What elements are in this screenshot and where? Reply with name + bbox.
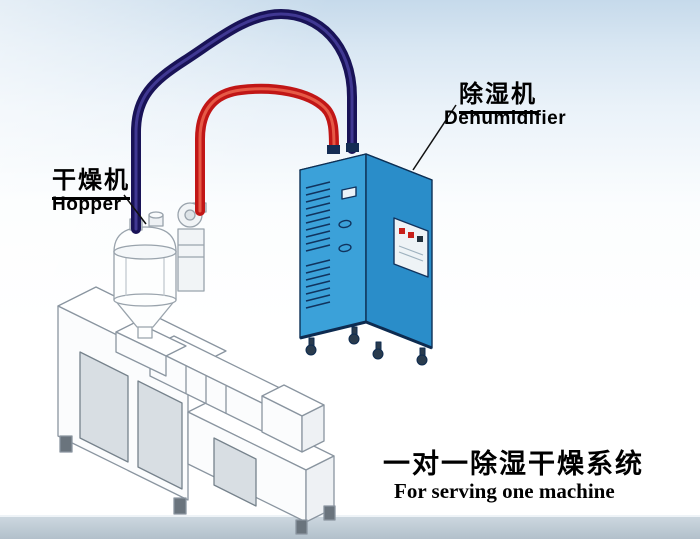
machine-foot bbox=[59, 435, 73, 453]
dehumidifier-label-en: Dehumidifier bbox=[444, 108, 567, 129]
hopper-body-seams bbox=[125, 256, 165, 296]
pipe-collar bbox=[346, 143, 359, 152]
vent-slats bbox=[305, 181, 331, 309]
hopper-loader-fan bbox=[177, 202, 207, 292]
dehumidifier-label-zh: 除湿机 bbox=[459, 74, 537, 114]
cabinet-door bbox=[213, 437, 257, 507]
casters bbox=[305, 326, 428, 366]
hopper-dryer bbox=[113, 211, 177, 339]
machine-foot bbox=[295, 519, 308, 535]
hopper-platform-front bbox=[115, 331, 167, 377]
loader-lines bbox=[178, 244, 204, 258]
pipes bbox=[131, 8, 359, 234]
extruder-machine bbox=[57, 286, 336, 535]
nameplate bbox=[341, 186, 357, 200]
hopper-bottom-rim bbox=[113, 293, 177, 307]
panel-button-red bbox=[408, 232, 414, 238]
hopper-label-zh-text: 干燥机 bbox=[52, 160, 130, 200]
footer-band bbox=[0, 515, 700, 539]
hopper-lid-cap-top bbox=[148, 211, 164, 219]
caster-wheel bbox=[305, 344, 317, 356]
pipe-collar bbox=[327, 145, 340, 154]
dehumidifier-cabinet bbox=[299, 153, 433, 366]
dehumidifier-label-zh-text: 除湿机 bbox=[459, 74, 537, 114]
cabinet-door bbox=[79, 351, 129, 463]
hopper-top-rim bbox=[113, 244, 177, 260]
pipe-red-highlight bbox=[198, 87, 336, 213]
cabinet-bottom-trim bbox=[299, 320, 433, 350]
dehumidifier-front-face bbox=[299, 153, 367, 339]
caption-en: For serving one machine bbox=[394, 479, 615, 503]
fan-hub bbox=[184, 209, 196, 221]
caster-wheel bbox=[372, 348, 384, 360]
loader-body bbox=[177, 228, 205, 292]
caster-wheel bbox=[416, 354, 428, 366]
front-gauge bbox=[338, 243, 352, 253]
caster-wheel bbox=[348, 333, 360, 345]
hopper-neck bbox=[137, 325, 153, 339]
panel-button-dark bbox=[417, 236, 423, 242]
panel-text-lines bbox=[398, 245, 424, 262]
hopper-label-en: Hopper bbox=[52, 194, 122, 215]
pipe-navy-highlight bbox=[134, 12, 354, 231]
dehumidifier-leader-line bbox=[412, 104, 457, 171]
machine-foot bbox=[173, 497, 187, 515]
cabinet-door bbox=[137, 380, 183, 490]
front-gauge bbox=[338, 219, 352, 229]
barrel-seams bbox=[185, 366, 227, 414]
hopper-label-zh: 干燥机 bbox=[52, 160, 130, 200]
die-side bbox=[301, 404, 325, 453]
caption-zh: 一对一除湿干燥系统 bbox=[383, 449, 644, 479]
machine-foot bbox=[323, 505, 336, 521]
panel-button-red bbox=[399, 228, 405, 234]
